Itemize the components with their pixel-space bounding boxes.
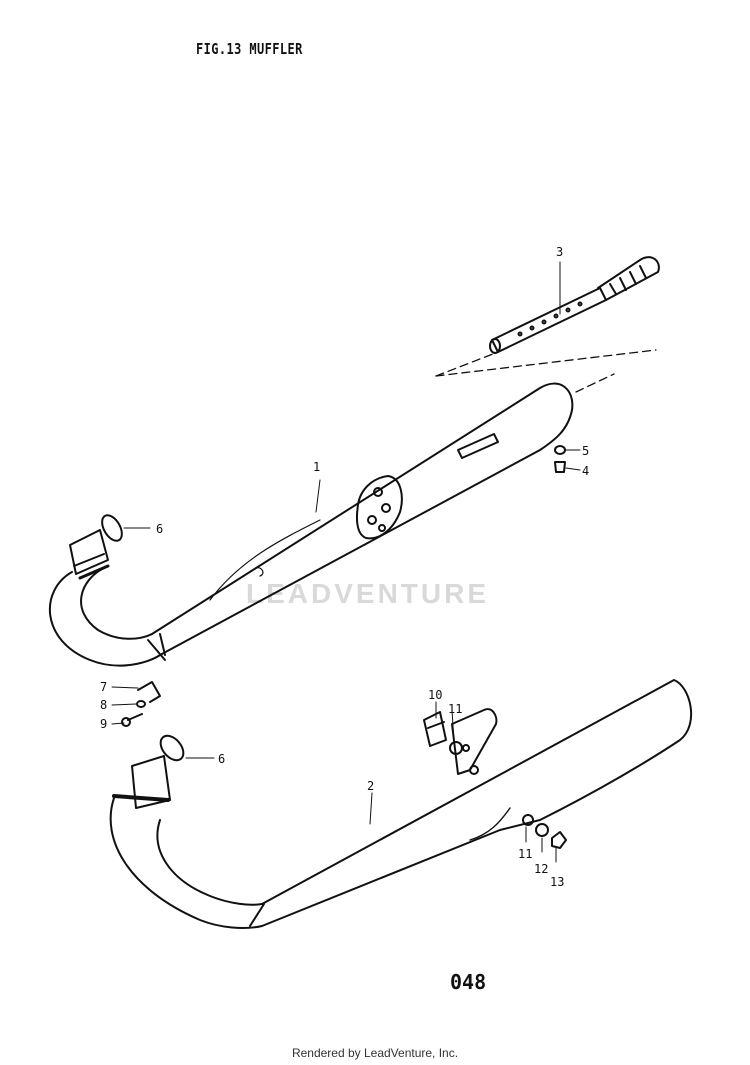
callout-9: 9 (100, 717, 107, 731)
callout-11-lower: 11 (518, 847, 532, 861)
callout-3: 3 (556, 245, 563, 259)
callout-4: 4 (582, 464, 589, 478)
upper-muffler (48, 382, 574, 667)
figure-title: FIG.13 MUFFLER (196, 40, 303, 58)
callout-5: 5 (582, 444, 589, 458)
clamp-hardware (121, 681, 161, 727)
page-number: 048 (450, 970, 487, 994)
callout-6-lower: 6 (218, 752, 225, 766)
callout-2: 2 (367, 779, 374, 793)
callout-labels: 1 2 3 4 5 6 6 7 8 9 10 11 11 12 13 (100, 245, 589, 889)
fastener-hardware (423, 445, 567, 849)
insertion-guide (435, 349, 657, 393)
callout-11-upper: 11 (448, 702, 462, 716)
baffle-tube (489, 256, 660, 354)
callout-12: 12 (534, 862, 548, 876)
callout-1: 1 (313, 460, 320, 474)
gasket-upper (101, 514, 123, 542)
watermark-text: LEADVENTURE (246, 578, 490, 609)
gasket-lower (159, 734, 185, 762)
lower-muffler (109, 679, 693, 929)
footer-credit: Rendered by LeadVenture, Inc. (291, 1046, 459, 1060)
callout-7: 7 (100, 680, 107, 694)
callout-13: 13 (550, 875, 564, 889)
callout-10: 10 (428, 688, 442, 702)
callout-6-upper: 6 (156, 522, 163, 536)
leader-lines (111, 261, 581, 863)
callout-8: 8 (100, 698, 107, 712)
